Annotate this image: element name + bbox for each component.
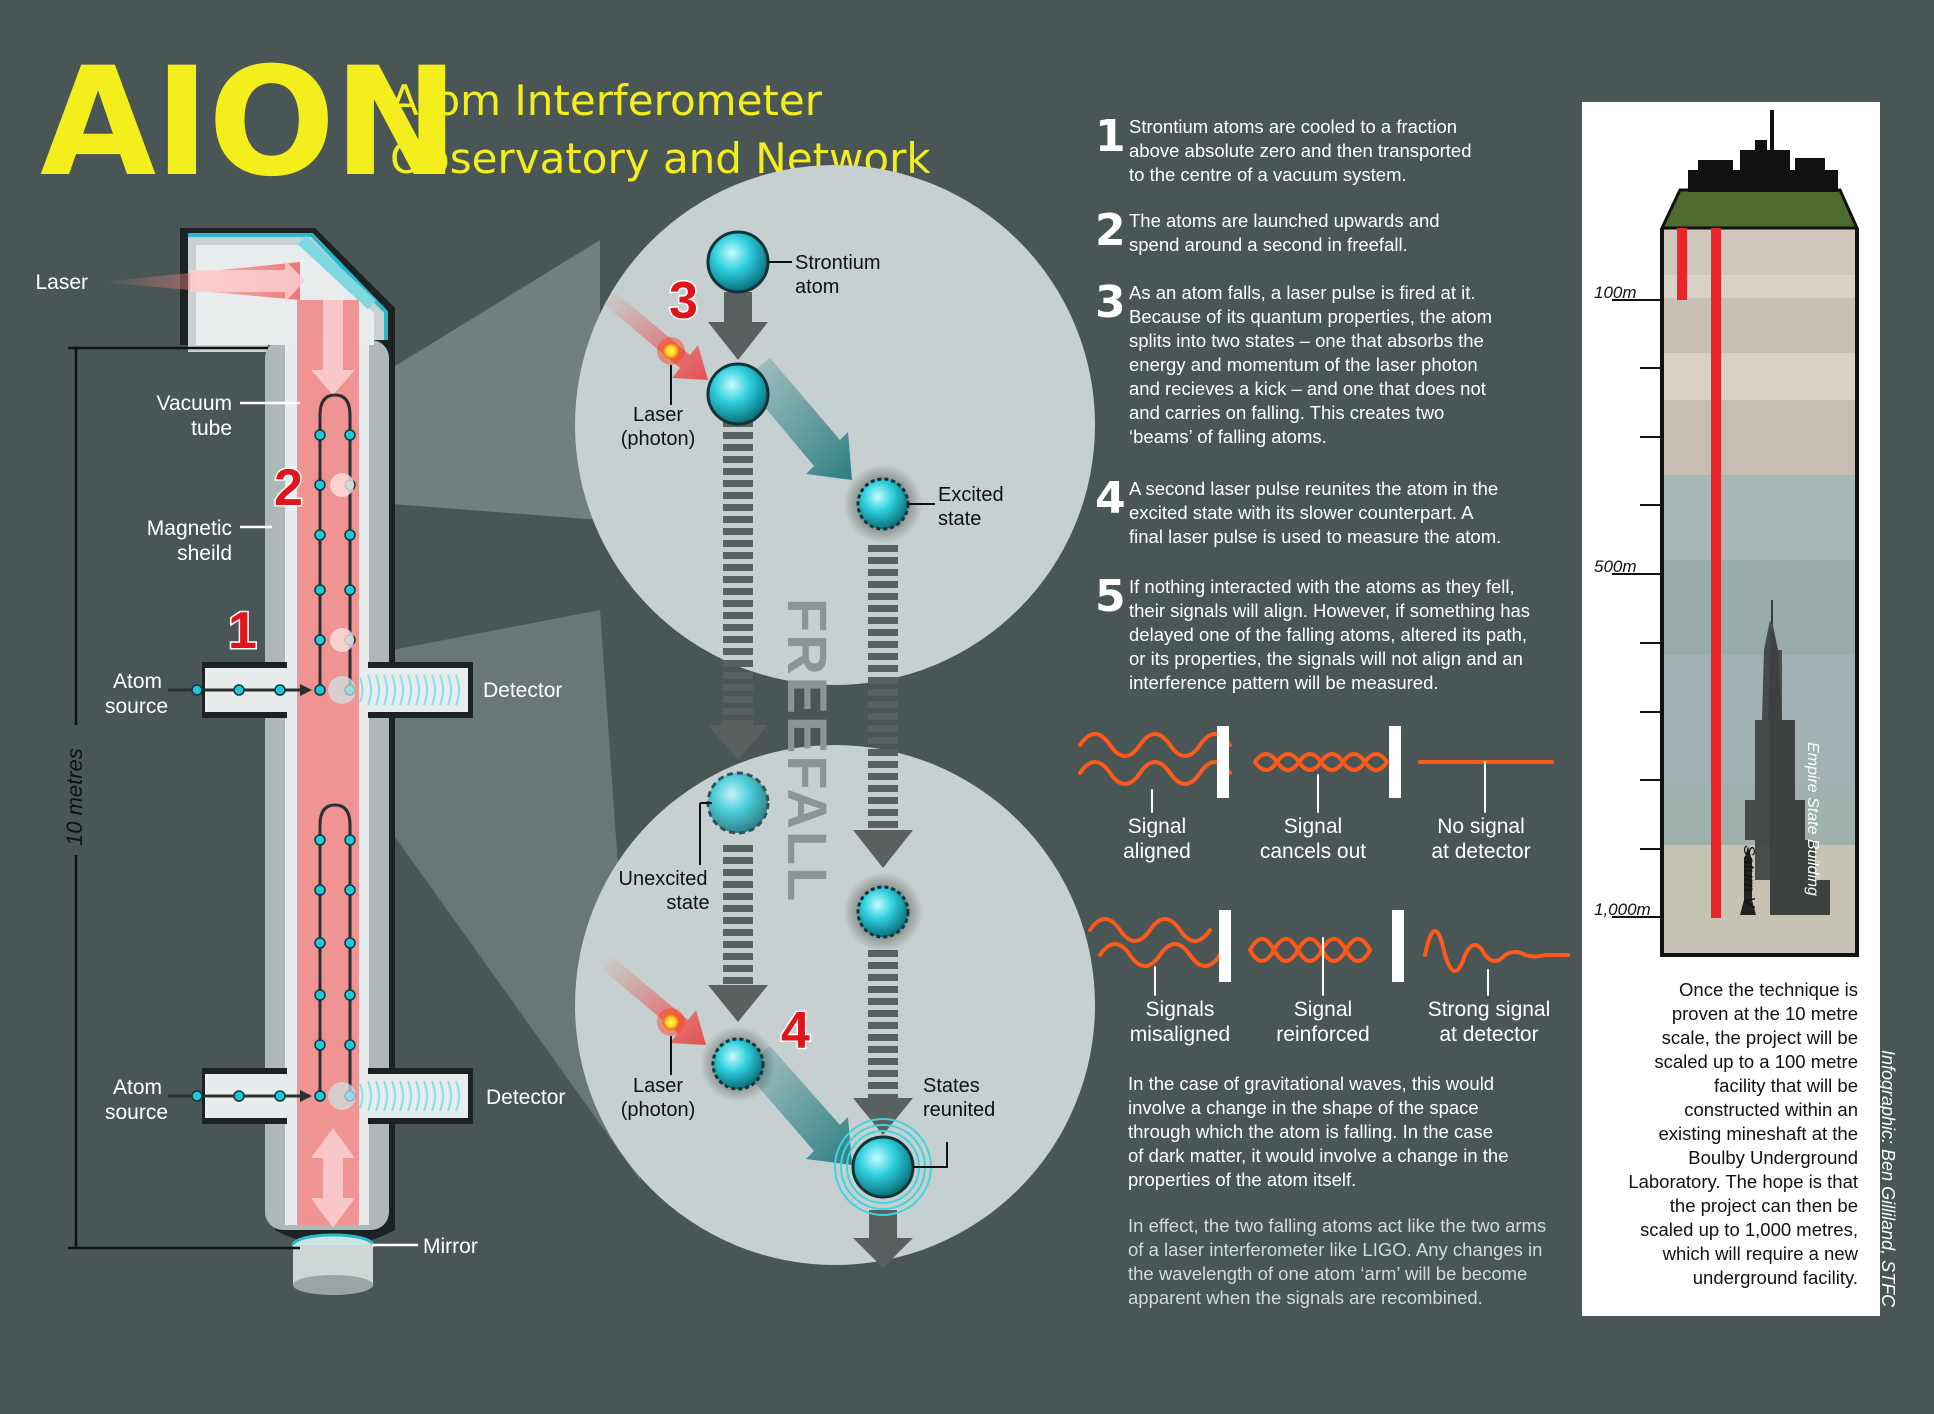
scale-tick-1000m: 1,000m (1594, 900, 1651, 919)
empire-state-label: Empire State Building (1804, 742, 1821, 896)
freefall-label: FREEFALL (776, 598, 839, 903)
label-reunited-2: reunited (923, 1099, 995, 1121)
label-vacuum-1: Vacuum (157, 392, 232, 415)
scale-panel: 100m 500m 1,000m Empire State Building S… (1582, 102, 1880, 1316)
label-atom-source-1: Atom (113, 670, 162, 693)
saturn-v-label: Saturn V (1740, 845, 1757, 909)
step-number: 3 (1095, 277, 1126, 328)
step-number: 4 (1095, 473, 1126, 524)
label-laser-photon-b-1: Laser (633, 1075, 683, 1097)
step-text: If nothing interacted with the atoms as … (1129, 576, 1531, 693)
zoom-cone-upper (340, 240, 600, 520)
zoom-circle-upper (575, 165, 1095, 685)
step-number: 1 (1095, 111, 1126, 162)
label-strontium-2: atom (795, 276, 839, 298)
label-reunited-1: States (923, 1075, 980, 1097)
marker-1: 1 (228, 602, 257, 660)
label-detector-1: Detector (483, 679, 562, 702)
step-text: Strontium atoms are cooled to a fraction… (1129, 116, 1472, 185)
step-number: 5 (1095, 571, 1126, 622)
signal-icons (1078, 726, 1570, 996)
step-5: 5 If nothing interacted with the atoms a… (1095, 575, 1575, 695)
label-laser-photon-1: Laser (633, 404, 683, 426)
scale-tick-500m: 500m (1594, 557, 1637, 576)
marker-4: 4 (781, 1002, 810, 1060)
label-excited-2: state (938, 508, 981, 530)
step-3: 3 As an atom falls, a laser pulse is fir… (1095, 281, 1575, 449)
label-unexcited-2: state (666, 892, 709, 914)
gravity-paragraph: In the case of gravitational waves, this… (1128, 1073, 1509, 1190)
label-excited-1: Excited (938, 484, 1004, 506)
marker-2: 2 (274, 459, 303, 517)
label-shield-1: Magnetic (147, 517, 232, 540)
height-bracket (68, 346, 300, 1250)
step-number: 2 (1095, 205, 1126, 256)
step-4: 4 A second laser pulse reunites the atom… (1095, 477, 1575, 549)
label-detector-2: Detector (486, 1086, 565, 1109)
freefall-diagram: FREEFALL (603, 230, 948, 1268)
subtitle-line-1: Atom Interferometer (390, 76, 822, 125)
credit: Infographic: Ben Gilliland, STFC (1878, 1050, 1898, 1308)
label-shield-2: sheild (177, 542, 232, 565)
label-atom-source-b-2: source (105, 1101, 168, 1124)
label-laser: Laser (35, 271, 88, 294)
label-laser-photon-b-2: (photon) (621, 1099, 696, 1121)
label-atom-source-b-1: Atom (113, 1076, 162, 1099)
label-mirror: Mirror (423, 1235, 478, 1258)
step-1: 1 Strontium atoms are cooled to a fracti… (1095, 115, 1575, 187)
label-atom-source-2: source (105, 695, 168, 718)
zoom-cone-lower (340, 610, 640, 1180)
title-acronym: AION (40, 36, 459, 210)
vacuum-apparatus (100, 228, 473, 1295)
label-height: 10 metres (62, 748, 87, 846)
label-laser-photon-2: (photon) (621, 428, 696, 450)
label-strontium-1: Strontium (795, 252, 881, 274)
step-text: A second laser pulse reunites the atom i… (1129, 478, 1502, 547)
label-unexcited-1: Unexcited (619, 868, 708, 890)
step-text: As an atom falls, a laser pulse is fired… (1129, 282, 1493, 447)
marker-3: 3 (669, 272, 698, 330)
scale-tick-100m: 100m (1594, 283, 1637, 302)
effect-paragraph: In effect, the two falling atoms act lik… (1128, 1215, 1547, 1308)
label-vacuum-2: tube (191, 417, 232, 440)
zoom-circle-lower (575, 745, 1095, 1265)
